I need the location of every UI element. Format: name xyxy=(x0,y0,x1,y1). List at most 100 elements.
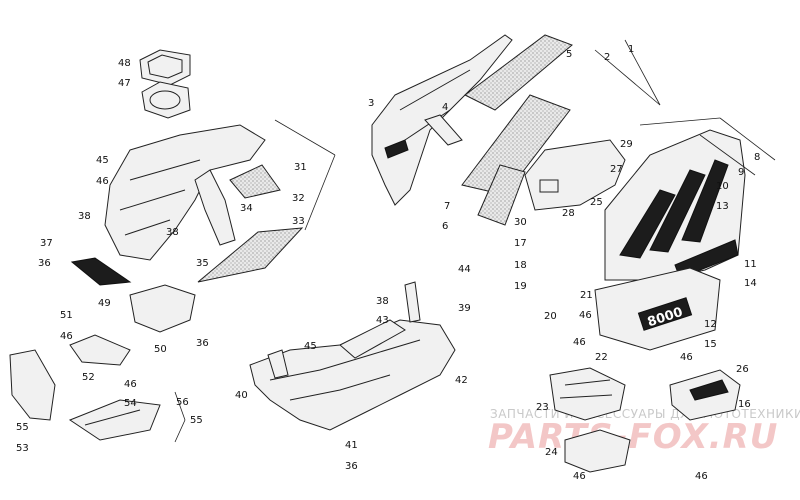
hood-top-assembly xyxy=(371,34,661,226)
callout-38-a: 38 xyxy=(78,211,91,222)
callout-11: 11 xyxy=(744,259,757,270)
callout-14: 14 xyxy=(744,278,757,289)
callout-13: 13 xyxy=(716,201,729,212)
part-9-decal-stripe-a xyxy=(619,189,676,259)
callout-10: 10 xyxy=(716,181,729,192)
watermark: ЗАПЧАСТИ И АКСЕССУАРЫ ДЛЯ МОТОТЕХНИКИ PA… xyxy=(488,407,800,457)
callout-53: 53 xyxy=(16,443,29,454)
callout-23: 23 xyxy=(536,402,549,413)
callout-39: 39 xyxy=(458,303,471,314)
lower-left-fairings xyxy=(9,334,186,443)
callout-16: 16 xyxy=(738,399,751,410)
part-33-lower-pad xyxy=(197,227,304,283)
callout-46-e: 46 xyxy=(680,352,693,363)
callout-27: 27 xyxy=(610,164,623,175)
part-47-headlight-ring xyxy=(141,81,191,119)
part-32-grill-pad xyxy=(229,164,281,199)
part-31-nose-frame xyxy=(104,124,266,261)
callout-15: 15 xyxy=(704,339,717,350)
callout-42: 42 xyxy=(455,375,468,386)
callout-35: 35 xyxy=(196,258,209,269)
part-3-windshield-panel xyxy=(371,34,513,206)
callout-7: 7 xyxy=(444,201,450,212)
callout-38-b: 38 xyxy=(166,227,179,238)
callout-18: 18 xyxy=(514,260,527,271)
callout-46-h: 46 xyxy=(573,471,586,482)
callout-29: 29 xyxy=(620,139,633,150)
callout-46-a: 46 xyxy=(96,176,109,187)
part-53-side-fairing xyxy=(9,349,56,421)
callout-31: 31 xyxy=(294,162,307,173)
callout-46-d: 46 xyxy=(573,337,586,348)
callout-3: 3 xyxy=(368,98,374,109)
part-5-stripe xyxy=(464,34,573,111)
part-51-mount xyxy=(69,334,131,366)
callout-34: 34 xyxy=(240,203,253,214)
callout-24: 24 xyxy=(545,447,558,458)
callout-9: 9 xyxy=(738,167,744,178)
callout-49: 49 xyxy=(98,298,111,309)
callout-6: 6 xyxy=(442,221,448,232)
callout-46-c: 46 xyxy=(124,379,137,390)
callout-19: 19 xyxy=(514,281,527,292)
callout-55-a: 55 xyxy=(16,422,29,433)
side-panel-assembly: 8000 xyxy=(524,117,776,351)
part-6-lower-pad xyxy=(477,164,526,226)
callout-21: 21 xyxy=(580,290,593,301)
part-4-bracket xyxy=(424,114,463,146)
callout-38-c: 38 xyxy=(376,296,389,307)
part-9-decal-stripe-c xyxy=(681,159,729,243)
belly-pan-assembly xyxy=(249,281,456,431)
part-43-side-rail xyxy=(339,319,406,359)
callout-17: 17 xyxy=(514,238,527,249)
part-3-vent xyxy=(384,139,409,159)
callout-30: 30 xyxy=(514,217,527,228)
lower-right-parts xyxy=(549,367,741,473)
callout-22: 22 xyxy=(595,352,608,363)
part-45-clip xyxy=(267,349,289,379)
callout-46-g: 46 xyxy=(695,471,708,482)
callout-51: 51 xyxy=(60,310,73,321)
callout-52: 52 xyxy=(82,372,95,383)
callout-12: 12 xyxy=(704,319,717,330)
callout-40: 40 xyxy=(235,390,248,401)
part-29-console xyxy=(524,139,626,211)
part-9-decal-stripe-b xyxy=(649,169,706,253)
callout-55-b: 55 xyxy=(190,415,203,426)
callout-37: 37 xyxy=(40,238,53,249)
callout-2: 2 xyxy=(604,52,610,63)
callout-36-c: 36 xyxy=(345,461,358,472)
callout-48: 48 xyxy=(118,58,131,69)
callout-5: 5 xyxy=(566,49,572,60)
front-frame-assembly xyxy=(70,49,336,333)
callout-47: 47 xyxy=(118,78,131,89)
callout-20: 20 xyxy=(544,311,557,322)
part-26-decal xyxy=(689,379,729,401)
callout-32: 32 xyxy=(292,193,305,204)
watermark-line2: PARTS-FOX.RU xyxy=(488,417,778,457)
callout-44: 44 xyxy=(458,264,471,275)
callout-45-a: 45 xyxy=(96,155,109,166)
callout-54: 54 xyxy=(124,398,137,409)
callout-43: 43 xyxy=(376,315,389,326)
part-37-fin xyxy=(70,257,132,286)
callout-36-a: 36 xyxy=(38,258,51,269)
callout-46-f: 46 xyxy=(579,310,592,321)
callout-33: 33 xyxy=(292,216,305,227)
callout-36-b: 36 xyxy=(196,338,209,349)
part-54-panel xyxy=(68,399,161,441)
callout-25: 25 xyxy=(590,197,603,208)
callout-26: 26 xyxy=(736,364,749,375)
callout-8: 8 xyxy=(754,152,760,163)
callout-labels: 1 2 3 4 5 6 7 8 9 10 11 12 13 14 15 16 1… xyxy=(16,44,760,482)
callout-46-b: 46 xyxy=(60,331,73,342)
part-27-switch xyxy=(539,179,559,193)
callout-56: 56 xyxy=(176,397,189,408)
part-24-cover xyxy=(564,429,631,473)
callout-41: 41 xyxy=(345,440,358,451)
part-34-strut xyxy=(194,169,236,246)
callout-50: 50 xyxy=(154,344,167,355)
part-49-lower-bracket xyxy=(129,284,196,333)
part-23-housing xyxy=(549,367,626,421)
